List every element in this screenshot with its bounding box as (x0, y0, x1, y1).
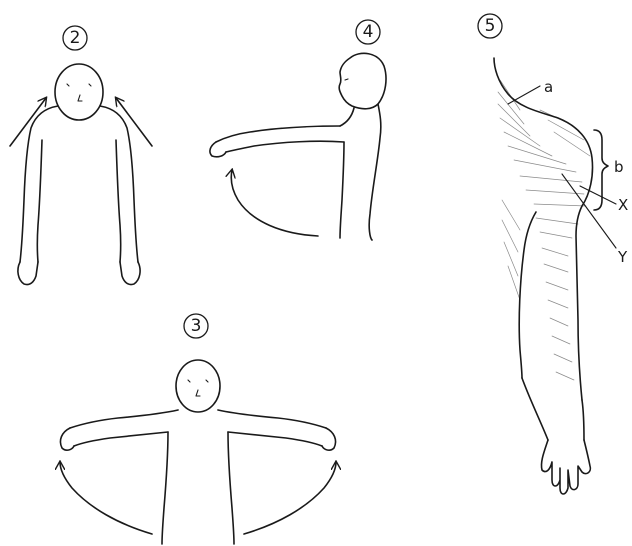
panel-4-eye (345, 79, 348, 80)
panel-3-number: 3 (191, 316, 202, 336)
panel-5-leader-a (508, 86, 540, 104)
panel-3-right-arm-upper (218, 410, 326, 428)
panel-5-forearm-outer (582, 400, 584, 440)
panel-5-figure: 5 (478, 14, 628, 494)
panel-3-torso-left (162, 432, 168, 544)
panel-2-face (67, 84, 91, 101)
panel-2-right-arm-inner (116, 140, 121, 262)
panel-2-number: 2 (70, 28, 81, 48)
panel-2-left-arrow (10, 98, 46, 146)
panel-5-shoulder-outline (494, 58, 593, 400)
panel-3-left-arm-lower (74, 432, 168, 446)
panel-3-right-arm-lower (228, 432, 322, 446)
panel-2-right-shoulder (100, 106, 138, 262)
panel-3-right-arc-arrow (244, 462, 336, 534)
panel-2-right-hand (120, 262, 140, 285)
panel-5-brace-b (594, 130, 608, 210)
panel-3-torso-right (228, 432, 234, 544)
panel-4-torso-front (340, 142, 344, 238)
panel-2-left-hand (18, 262, 38, 285)
label-a: a (544, 78, 553, 96)
panel-5-leader-y (562, 174, 616, 248)
panel-3-left-arm-upper (70, 410, 178, 428)
panel-2-right-arrow (116, 98, 152, 146)
panel-4-head (339, 53, 386, 108)
panel-5-number-badge: 5 (478, 14, 502, 38)
panel-3-number-badge: 3 (184, 314, 208, 338)
panel-2-left-shoulder (20, 106, 58, 262)
panel-2-left-arm-inner (37, 140, 42, 262)
label-x: X (618, 196, 628, 214)
panel-4-back (369, 104, 381, 240)
panel-4-arm-lower (226, 141, 344, 152)
panel-3-right-hand (322, 428, 336, 450)
panel-2-number-badge: 2 (63, 26, 87, 50)
panel-5-arm-inner-outline (519, 212, 536, 378)
panel-3-head (176, 360, 220, 412)
panel-2-figure: 2 (10, 26, 152, 285)
label-y: Y (617, 248, 628, 266)
panel-5-forearm-inner (522, 378, 548, 440)
panel-4-hand (210, 142, 226, 157)
panel-4-number-badge: 4 (356, 20, 380, 44)
panel-5-hand (541, 440, 590, 494)
panel-4-arm-upper (216, 126, 340, 142)
panel-4-front (340, 108, 354, 126)
panel-3-left-arc-arrow (60, 462, 152, 534)
panel-4-arc-arrow (231, 170, 318, 236)
panel-4-number: 4 (363, 22, 374, 42)
panel-2-head (55, 64, 103, 120)
panel-3-figure: 3 (60, 314, 336, 544)
panel-3-left-hand (60, 428, 74, 450)
label-b: b (614, 158, 624, 176)
panel-3-face (188, 380, 208, 396)
panel-4-figure: 4 (210, 20, 386, 240)
panel-5-number: 5 (485, 16, 496, 36)
